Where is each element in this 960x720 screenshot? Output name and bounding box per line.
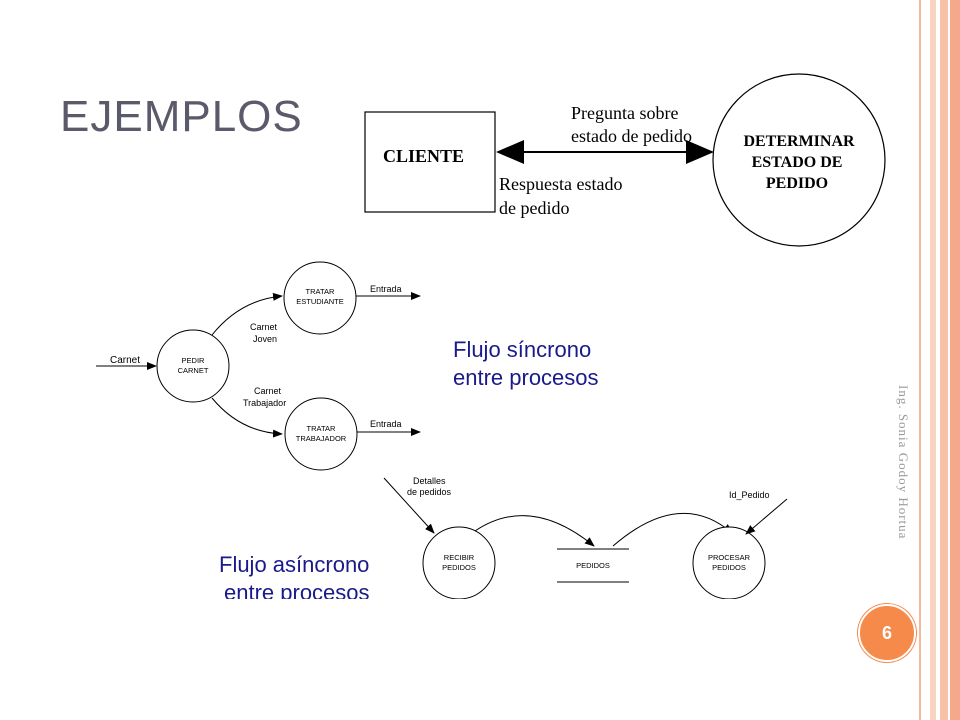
detalles-input-arrow xyxy=(383,477,435,534)
sync-caption-line-1: Flujo síncrono xyxy=(453,337,591,362)
flow-out-line-2: de pedido xyxy=(499,198,569,218)
page-number-badge: 6 xyxy=(858,604,916,662)
flow-out-line-1: Respuesta estado xyxy=(499,174,622,194)
branch-bottom-line-1: Carnet xyxy=(254,386,282,396)
process-tratar-trabajador-circle xyxy=(284,397,358,471)
process-trabajador-line-1: TRATAR xyxy=(307,424,336,433)
entity-cliente-label: CLIENTE xyxy=(383,146,464,166)
detalles-line-2: de pedidos xyxy=(407,487,452,497)
carnet-input-label: Carnet xyxy=(110,355,140,366)
sync-diagram: Carnet PEDIR CARNET Carnet Joven Carnet … xyxy=(96,261,599,471)
output-bottom-label: Entrada xyxy=(370,419,402,429)
output-top-label: Entrada xyxy=(370,284,402,294)
async-diagram: Detalles de pedidos RECIBIR PEDIDOS PEDI… xyxy=(200,476,800,639)
detalles-line-1: Detalles xyxy=(413,476,446,486)
process-determinar-circle xyxy=(712,73,886,247)
flow-in-line-2: estado de pedido xyxy=(571,126,692,146)
image-crop-mask xyxy=(200,599,800,639)
branch-bottom-arrow xyxy=(211,397,283,438)
entity-cliente-box xyxy=(364,111,496,213)
author-credit: Ing. Sonia Godoy Hortua xyxy=(896,385,911,540)
async-caption-line-1: Flujo asíncrono xyxy=(219,552,369,577)
process-procesar-line-2: PEDIDOS xyxy=(712,563,746,572)
process-recibir-line-1: RECIBIR xyxy=(444,553,475,562)
id-pedido-label: Id_Pedido xyxy=(729,490,770,500)
branch-bottom-line-2: Trabajador xyxy=(243,398,286,408)
process-recibir-line-2: PEDIDOS xyxy=(442,563,476,572)
process-procesar-line-1: PROCESAR xyxy=(708,553,751,562)
store-pedidos-label: PEDIDOS xyxy=(576,561,610,570)
flow-in-line-1: Pregunta sobre xyxy=(571,103,678,123)
process-estudiante-line-1: TRATAR xyxy=(306,287,335,296)
recibir-to-store-arrow xyxy=(474,515,595,547)
context-diagram: CLIENTE Pregunta sobre estado de pedido … xyxy=(364,73,886,247)
process-trabajador-line-2: TRABAJADOR xyxy=(296,434,347,443)
branch-top-line-1: Carnet xyxy=(250,322,278,332)
sync-caption-line-2: entre procesos xyxy=(453,365,599,390)
process-tratar-estudiante-circle xyxy=(283,261,357,335)
process-pedir-carnet-circle xyxy=(156,329,230,403)
process-pedir-line-2: CARNET xyxy=(178,366,209,375)
branch-top-line-2: Joven xyxy=(253,334,277,344)
process-determinar-line-3: PEDIDO xyxy=(766,175,828,192)
process-determinar-line-2: ESTADO DE xyxy=(752,154,843,171)
branch-top-arrow xyxy=(211,292,283,336)
process-determinar-line-1: DETERMINAR xyxy=(743,133,855,150)
slide-title: EJEMPLOS xyxy=(60,92,303,141)
process-estudiante-line-2: ESTUDIANTE xyxy=(296,297,344,306)
store-to-procesar-arrow xyxy=(612,512,733,547)
id-pedido-arrow xyxy=(745,498,788,535)
process-pedir-line-1: PEDIR xyxy=(182,356,206,365)
